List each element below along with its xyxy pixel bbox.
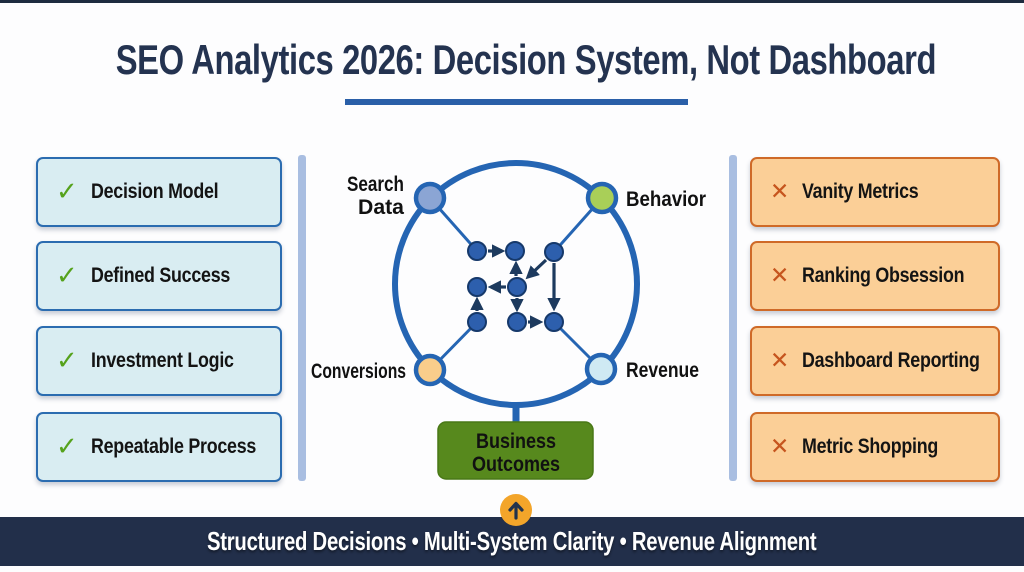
business-outcomes-box: Business Outcomes bbox=[437, 421, 594, 480]
node-label-behavior: Behavior bbox=[626, 188, 706, 211]
up-arrow-icon bbox=[508, 501, 524, 520]
page-title: SEO Analytics 2026: Decision System, Not… bbox=[0, 36, 1024, 84]
right-divider bbox=[729, 155, 737, 481]
antipattern-label: Vanity Metrics bbox=[802, 180, 919, 203]
benefit-card-decision-model: ✓ Decision Model bbox=[36, 157, 282, 227]
business-outcomes-line1: Business bbox=[476, 430, 556, 453]
node-search-data bbox=[413, 181, 447, 215]
flow-dot bbox=[467, 312, 487, 332]
node-conversions bbox=[413, 353, 447, 387]
benefit-label: Decision Model bbox=[90, 180, 219, 203]
inner-network bbox=[467, 241, 564, 332]
antipattern-card-dashboard-reporting: ✕ Dashboard Reporting bbox=[750, 326, 1000, 396]
cross-icon: ✕ bbox=[770, 347, 790, 374]
benefit-label: Defined Success bbox=[90, 264, 230, 287]
antipattern-label: Dashboard Reporting bbox=[802, 349, 980, 372]
cross-icon: ✕ bbox=[770, 178, 790, 205]
flow-dot bbox=[544, 242, 564, 262]
node-label-revenue: Revenue bbox=[626, 359, 699, 382]
benefit-label: Repeatable Process bbox=[90, 435, 256, 458]
check-icon: ✓ bbox=[56, 177, 78, 207]
up-arrow-badge bbox=[500, 494, 532, 526]
antipattern-card-ranking-obsession: ✕ Ranking Obsession bbox=[750, 241, 1000, 311]
business-outcomes-line2: Outcomes bbox=[472, 453, 560, 476]
check-icon: ✓ bbox=[56, 261, 78, 291]
business-outcomes-rect bbox=[437, 421, 594, 480]
antipattern-card-metric-shopping: ✕ Metric Shopping bbox=[750, 412, 1000, 482]
node-behavior bbox=[585, 181, 619, 215]
benefit-card-defined-success: ✓ Defined Success bbox=[36, 241, 282, 311]
benefit-card-repeatable-process: ✓ Repeatable Process bbox=[36, 412, 282, 482]
benefit-label: Investment Logic bbox=[90, 349, 234, 372]
node-label-search-line1: Search bbox=[347, 173, 404, 196]
top-border-strip bbox=[0, 0, 1024, 3]
flow-dot bbox=[507, 312, 527, 332]
cross-icon: ✕ bbox=[770, 433, 790, 460]
check-icon: ✓ bbox=[56, 432, 78, 462]
cross-icon: ✕ bbox=[770, 262, 790, 289]
flow-dot bbox=[544, 312, 564, 332]
node-label-search-line2: Data bbox=[358, 196, 404, 219]
antipattern-card-vanity-metrics: ✕ Vanity Metrics bbox=[750, 157, 1000, 227]
flow-dot bbox=[507, 277, 527, 297]
left-divider bbox=[298, 155, 306, 481]
antipattern-label: Metric Shopping bbox=[802, 435, 939, 458]
check-icon: ✓ bbox=[56, 346, 78, 376]
node-label-conversions: Conversions bbox=[311, 360, 406, 383]
decision-system-diagram: Search Data Behavior Conversions Revenue… bbox=[311, 160, 706, 480]
page-title-text: SEO Analytics 2026: Decision System, Not… bbox=[115, 36, 937, 83]
benefit-card-investment-logic: ✓ Investment Logic bbox=[36, 326, 282, 396]
antipattern-label: Ranking Obsession bbox=[802, 264, 965, 287]
flow-dot bbox=[467, 241, 487, 261]
footer-tagline: Structured Decisions • Multi-System Clar… bbox=[207, 526, 817, 556]
title-underline bbox=[345, 99, 688, 105]
flow-dot bbox=[467, 277, 487, 297]
flow-arrow bbox=[525, 258, 548, 280]
flow-dot bbox=[505, 241, 525, 261]
node-revenue bbox=[584, 352, 618, 386]
